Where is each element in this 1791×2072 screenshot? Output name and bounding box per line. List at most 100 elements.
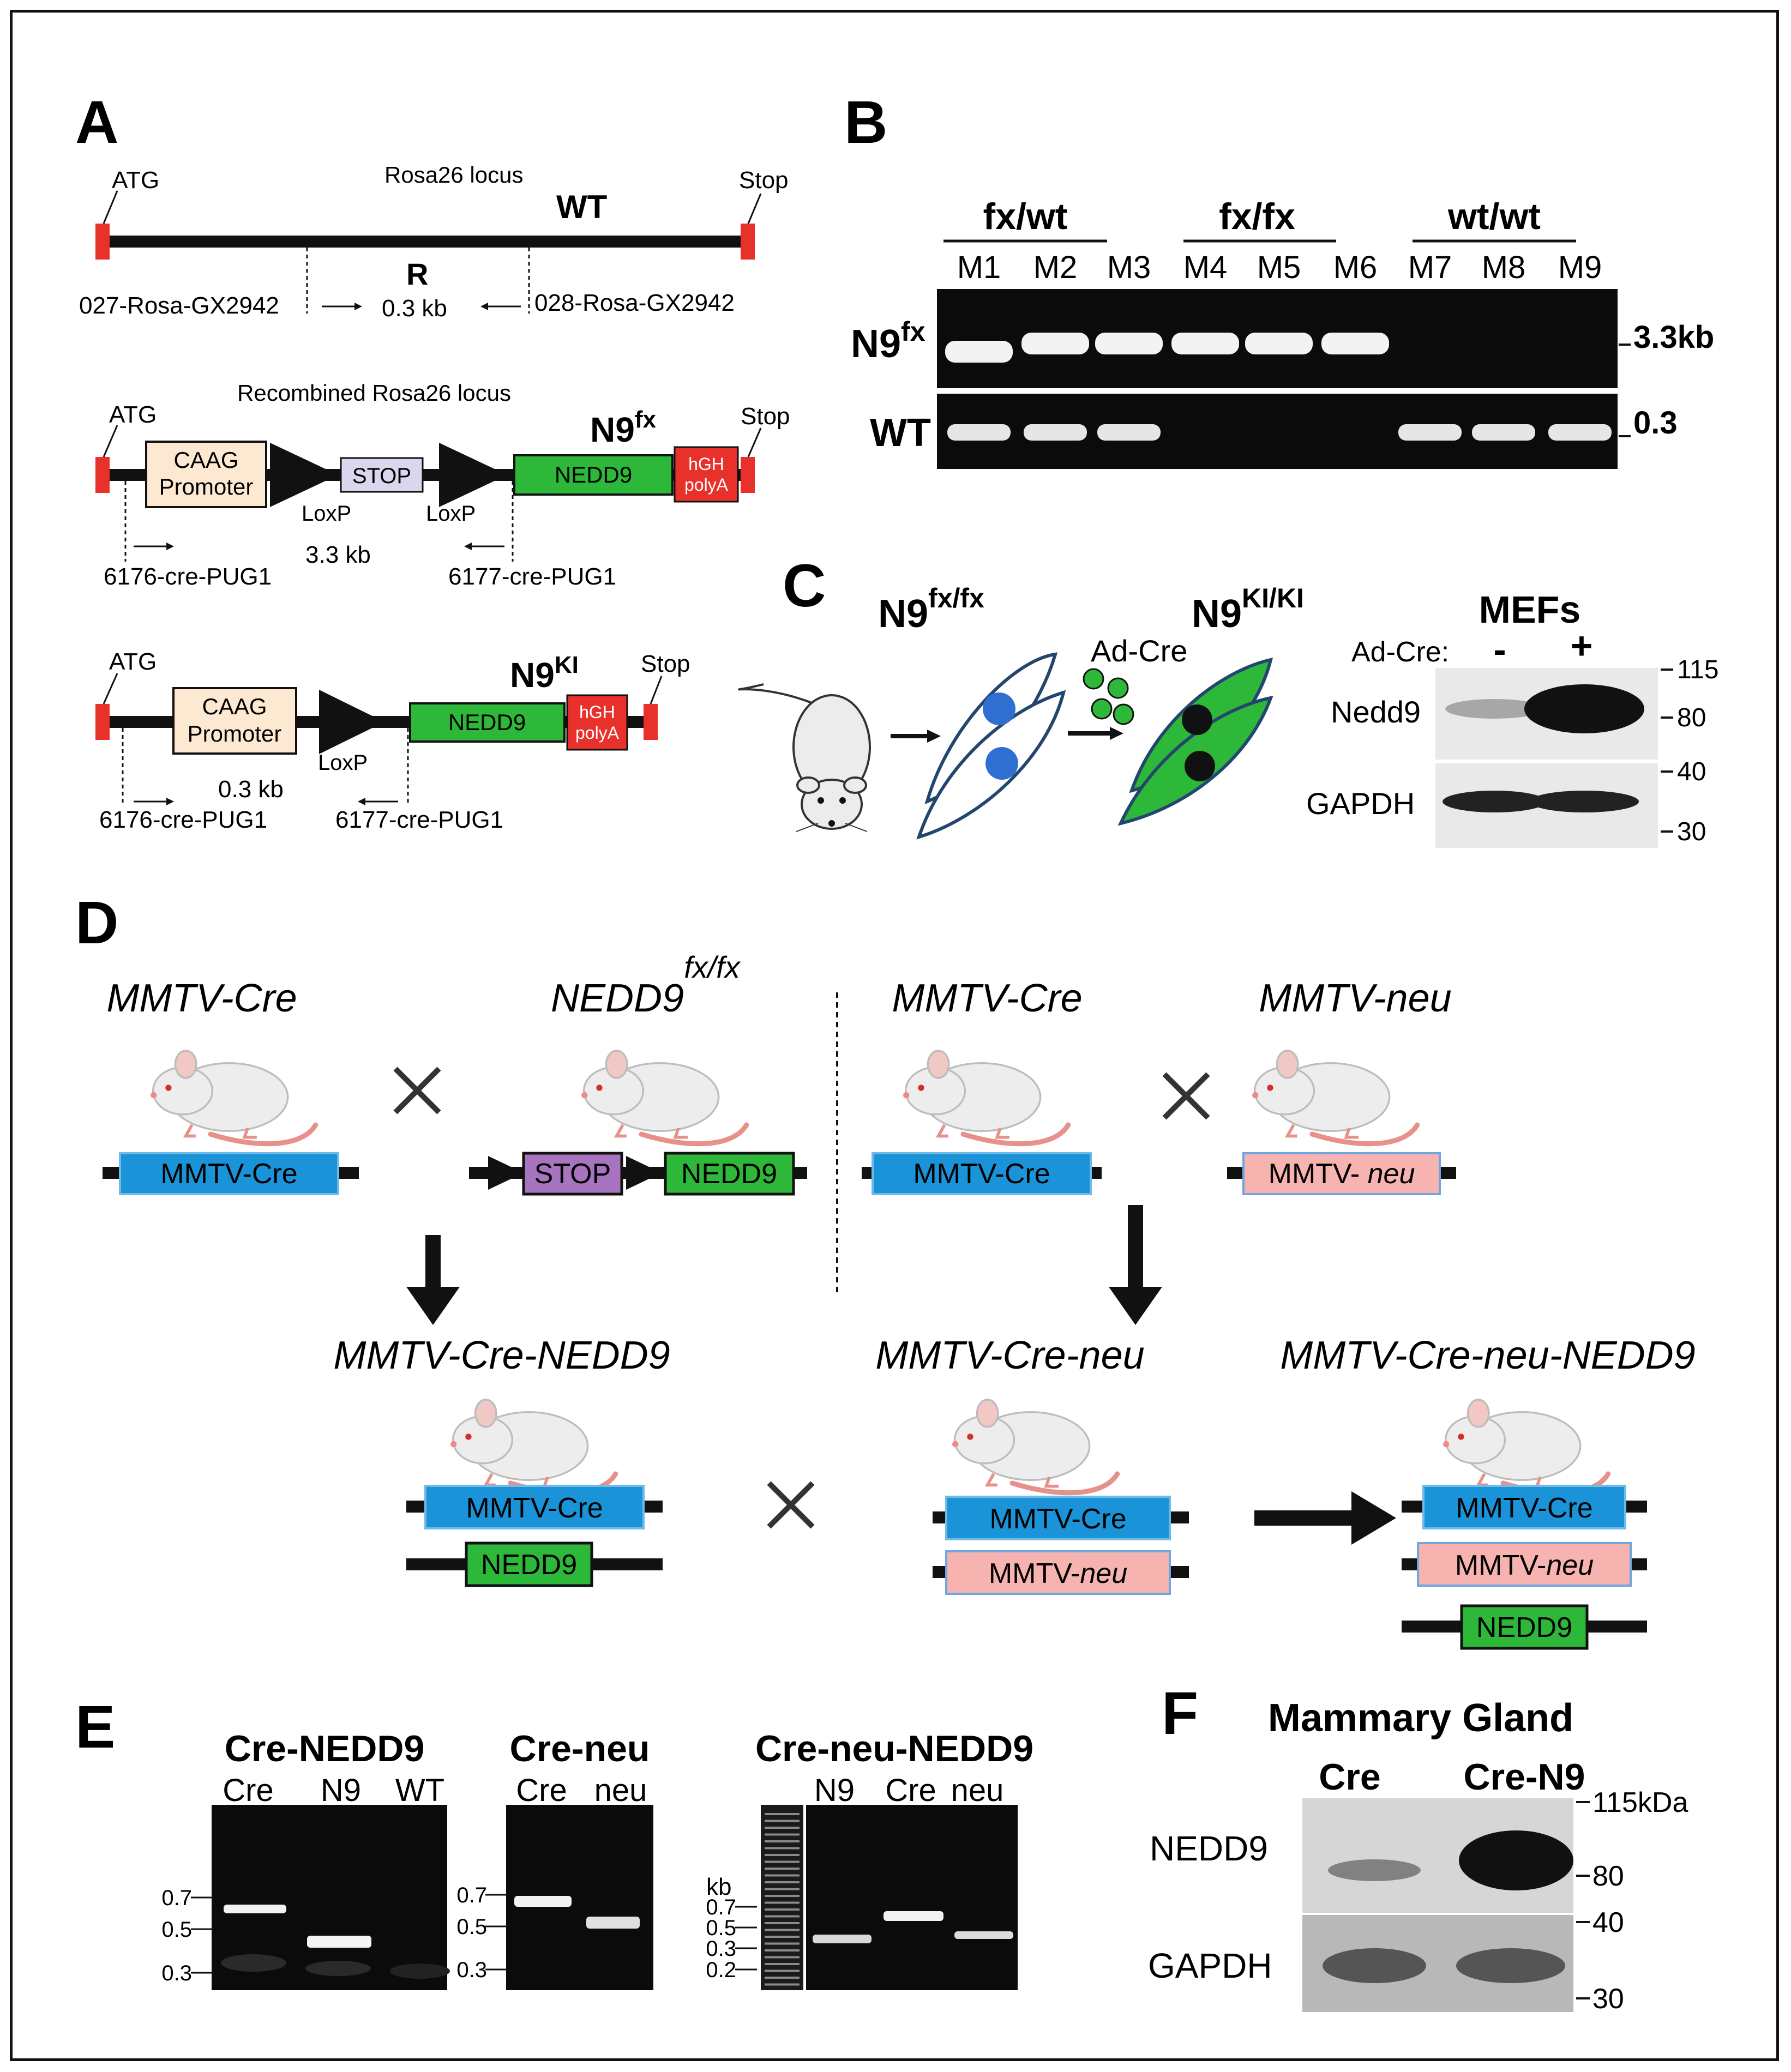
gel3-lane-n9: N9 [814,1773,855,1808]
ladder-band [765,1874,800,1877]
gel-b-lane-m4: M4 [1183,250,1228,285]
d-box-mmtv-neu-2 [945,1550,1171,1595]
c-gapdh-row-label: GAPDH [1306,786,1415,821]
d-box-mmtv-neu-3-label: MMTV-neu [1455,1550,1594,1581]
fx-size-label: 3.3 kb [305,541,371,568]
gel-b-band-fx-6 [1321,333,1389,354]
ladder-band [765,1895,800,1897]
d-box-nedd9-3 [1460,1604,1589,1650]
fx-hgh-label: hGH [688,454,724,474]
c-mouse-drawing [738,683,871,832]
c-n9kiki-label: N9KI/KI [1192,583,1304,636]
c-n9fxfx-label: N9fx/fx [878,583,984,636]
d-mmtv-cre-title-1: MMTV-Cre [106,977,297,1020]
ladder-band [765,1949,800,1951]
ladder-band [765,1922,800,1924]
wt-locus-title: Rosa26 locus [384,162,523,188]
d-box-nedd9-1-label: NEDD9 [681,1158,777,1190]
gel-marker-label: 0.3 [161,1961,192,1985]
gel-marker-label: 0.5 [456,1915,487,1939]
ki-atg-label: ATG [109,648,157,675]
d-box-nedd9-1 [664,1152,795,1196]
fx-promoter-label: Promoter [159,474,254,499]
ladder-band [765,1854,800,1856]
gel-b-lane-m5: M5 [1257,250,1301,285]
ladder-band [765,1813,800,1815]
fx-stop-label: Stop [741,403,790,430]
d-box-mmtv-neu-1 [1242,1152,1441,1195]
d-box-mmtv-cre-4-label: MMTV-Cre [989,1503,1126,1535]
fx-title: N9fx [590,406,656,449]
genotype-wtwt: wt/wt [1447,196,1541,237]
gel3-title: Cre-neu-NEDD9 [755,1728,1033,1769]
d-box-mmtv-cre-2-label: MMTV-Cre [913,1158,1050,1190]
ladder-band [765,1977,800,1979]
gel-b-band-fx-5 [1245,333,1313,354]
c-marker-label: 30 [1677,817,1706,846]
d-box-mmtv-cre-2 [872,1152,1092,1195]
c-mefs-title: MEFs [1479,588,1581,631]
d-box-mmtv-cre-1-label: MMTV-Cre [160,1158,297,1190]
fx-nedd9-box [513,454,674,496]
d-box-mmtv-cre-4 [945,1496,1171,1540]
d-box-mmtv-cre-1 [119,1152,339,1195]
d-box-mmtv-neu-3 [1417,1542,1632,1587]
d-box-nedd9-3-label: NEDD9 [1476,1612,1572,1643]
d-progeny-cre-nedd9: MMTV-Cre-NEDD9 [333,1334,670,1377]
gel-marker-label: 0.3 [706,1937,736,1961]
ladder-band [765,1929,800,1931]
ladder-band [765,1827,800,1829]
panel-label-e: E [75,1694,115,1761]
f-gapdh-row-label: GAPDH [1148,1946,1272,1985]
fx-primer-forward: 6176-cre-PUG1 [104,563,272,590]
gel3-band-cre [884,1911,943,1921]
c-fibroblast-cells-left [916,652,1066,840]
fx-primer-reverse: 6177-cre-PUG1 [448,563,616,590]
d-box-mmtv-cre-5-label: MMTV-Cre [1456,1492,1592,1524]
gel1-band-cre [224,1905,286,1913]
ladder-band [765,1901,800,1904]
gel-marker-label: 0.2 [706,1958,736,1982]
c-adenovirus-particles [1083,668,1134,725]
ladder-band [765,1833,800,1836]
gel-b-band-wt-1 [947,424,1011,441]
ki-loxp-triangle [319,690,384,754]
d-cross-1 [393,1067,441,1115]
fx-atg-label: ATG [109,401,157,428]
ladder-band [765,1942,800,1945]
gel3-ladder [761,1805,803,1990]
f-marker-label: 115kDa [1592,1787,1688,1818]
panel-label-f: F [1162,1680,1198,1747]
ladder-band [765,1936,800,1938]
gel-marker-label: 0.7 [706,1895,736,1919]
gel-b-marker-03: 0.3 [1633,405,1678,441]
c-treatment-label: Ad-Cre: [1351,636,1449,668]
ladder-band [765,1888,800,1890]
c-plus-label: + [1571,624,1593,667]
ki-size-label: 0.3 kb [218,776,284,803]
gel-b-band-fx-3 [1095,333,1163,354]
d-nedd9-title: NEDD9fx/fx [551,950,741,1020]
gel-b-band-fx-2 [1021,333,1089,354]
wt-primer-forward: 027-Rosa-GX2942 [79,292,279,319]
ki-promoter-label: Promoter [188,721,282,746]
gel1-title: Cre-NEDD9 [225,1728,425,1769]
gel-b-lane-m7: M7 [1408,250,1452,285]
gel1-lane-cre: Cre [223,1773,273,1808]
ladder-band [765,1860,800,1863]
wt-atg-marker [95,224,110,260]
ladder-band [765,1956,800,1959]
gel-b-lane-m8: M8 [1482,250,1526,285]
fx-stop-marker [741,457,755,493]
ki-stop-marker [644,704,658,740]
fx-loxp2-triangle [439,443,507,507]
d-box-nedd9-2-label: NEDD9 [481,1549,577,1581]
f-marker-label: 40 [1592,1907,1624,1938]
gel-marker-label: 0.3 [456,1958,487,1982]
ki-primer-forward: 6176-cre-PUG1 [99,806,267,833]
gel-b-lane-m6: M6 [1333,250,1378,285]
gel3-band-n9 [813,1935,872,1943]
gel2-band-neu [586,1917,640,1929]
d-mmtv-cre-title-2: MMTV-Cre [892,977,1082,1020]
ki-caag-label: CAAG [202,694,267,719]
